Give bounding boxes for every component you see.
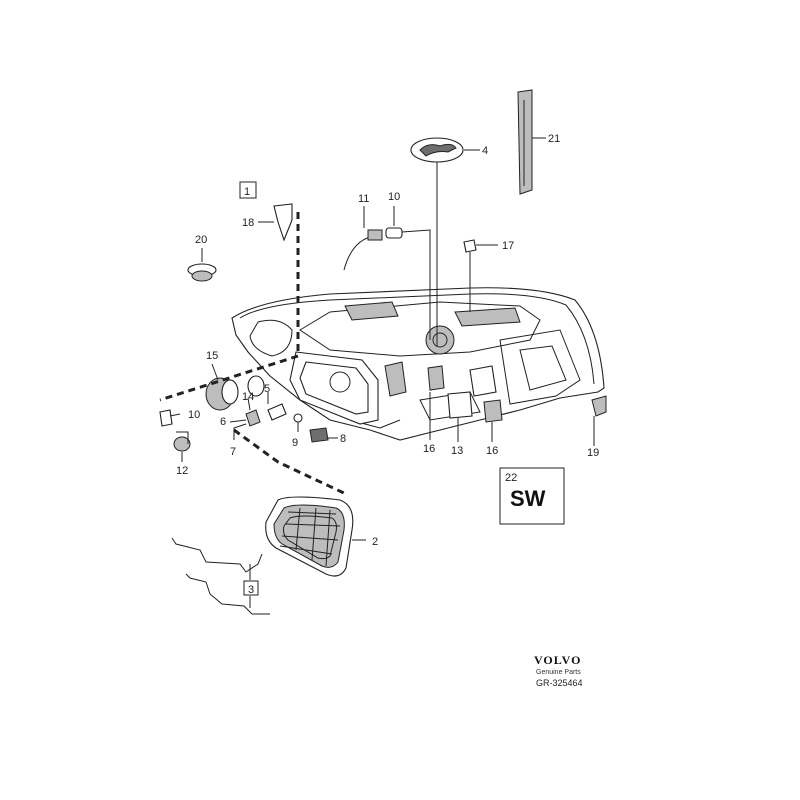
callout-labels: 1 2 3 4 5 6 7 8 9 10 10 11 12 13 14 15 1… [176,133,599,596]
callout-21: 21 [548,133,560,145]
callout-12: 12 [176,465,188,477]
part-12-bulb [173,431,191,452]
part-17-clip [463,239,477,253]
sw-box: 22 SW [499,467,565,525]
reference-number: GR-325464 [536,678,583,688]
callout-1-box [239,181,257,199]
callout-11: 11 [358,193,369,205]
part-10-bulb-left [159,409,173,427]
part-10-bulb-top [385,227,403,239]
part-16-right-module [483,399,503,423]
callout-20: 20 [195,234,207,246]
callout-10-top: 10 [388,191,400,203]
part-21-strip [517,89,533,195]
leader-lines [169,137,595,608]
part-3-wire-clips [171,537,270,615]
part-5-bulb [267,403,287,421]
callout-15: 15 [206,350,218,362]
part-18-clip [273,203,293,242]
part-2-gasket [265,496,354,577]
callout-5: 5 [264,383,270,395]
part-19-connector [591,395,607,417]
callout-18: 18 [242,217,254,229]
assembly-solid-lines [401,162,471,346]
part-9-seal [293,413,303,423]
callout-6: 6 [220,416,226,428]
callout-17: 17 [502,240,514,252]
callout-8: 8 [340,433,346,445]
assembly-dashed-lines [159,212,347,496]
callout-19: 19 [587,447,599,459]
brand-tagline: Genuine Parts [536,669,581,676]
callout-22: 22 [505,472,517,484]
callout-7: 7 [230,446,236,458]
part-13-module [447,391,473,419]
part-8-bulb [309,427,329,443]
callout-3: 3 [248,584,254,596]
callout-4: 4 [482,145,488,157]
callout-10-left: 10 [188,409,200,421]
callout-16-right: 16 [486,445,498,457]
callout-14: 14 [242,391,254,403]
callout-16-left: 16 [423,443,435,455]
brand-logo: VOLVO [534,653,581,667]
part-20-grommet [187,263,217,282]
callout-2: 2 [372,536,378,548]
part-16-left-module [427,365,445,391]
part-15-holder [205,375,265,411]
callout-3-box [243,580,259,596]
callout-9: 9 [292,437,298,449]
sw-label: SW [510,486,546,511]
headlamp-housing [231,287,605,441]
footer-brand: VOLVO Genuine Parts GR-325464 [534,653,583,688]
callout-13: 13 [451,445,463,457]
part-4-cap [410,137,464,163]
callout-1: 1 [244,186,250,198]
part-11-cable [343,229,383,271]
part-6-socket [245,409,261,427]
bezel-frame [289,351,379,425]
